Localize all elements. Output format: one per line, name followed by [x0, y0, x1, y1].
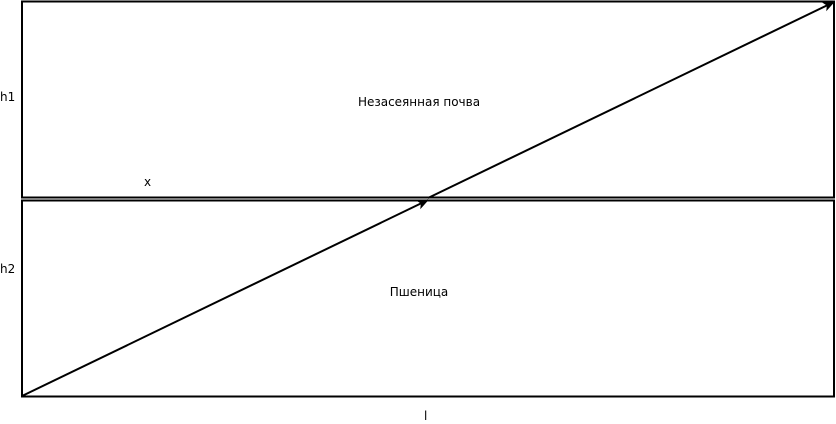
label-h2: h2 — [0, 262, 15, 276]
upper-path-arrow — [427, 1, 835, 199]
top-region-label: Незасеянная почва — [358, 95, 480, 109]
label-l: l — [424, 409, 427, 423]
bottom-region-label: Пшеница — [390, 285, 449, 299]
lower-path-arrow — [21, 199, 429, 397]
label-x: x — [144, 175, 151, 189]
label-h1: h1 — [0, 90, 15, 104]
